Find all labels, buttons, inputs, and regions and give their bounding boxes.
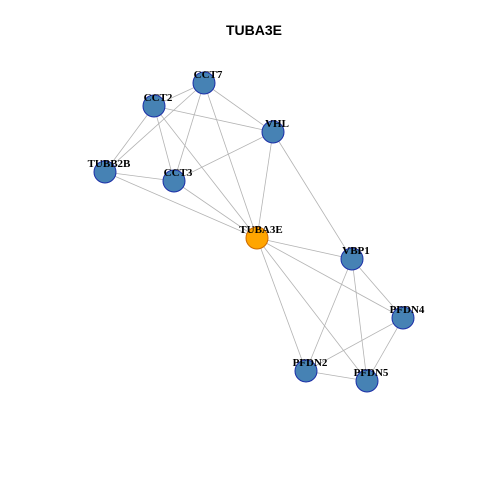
node-cct2[interactable]: CCT2 <box>142 92 173 118</box>
node-circle-cct2[interactable] <box>142 94 166 118</box>
node-circle-vbp1[interactable] <box>340 247 364 271</box>
edge-cct2-tuba3e <box>153 105 258 239</box>
edge-vbp1-pfdn2 <box>305 258 353 372</box>
node-circle-cct7[interactable] <box>192 71 216 95</box>
edge-vhl-vbp1 <box>272 131 353 260</box>
node-circle-vhl[interactable] <box>261 120 285 144</box>
edge-tubb2b-cct3 <box>104 171 175 182</box>
edge-pfdn4-pfdn2 <box>305 317 404 372</box>
node-pfdn4[interactable]: PFDN4 <box>390 304 425 330</box>
edge-tuba3e-vbp1 <box>256 237 353 260</box>
edge-cct2-tubb2b <box>104 105 155 173</box>
edge-tuba3e-pfdn4 <box>256 237 404 319</box>
graph-title: TUBA3E <box>226 22 282 38</box>
edge-cct3-tuba3e <box>173 180 258 239</box>
node-label-cct3: CCT3 <box>164 167 193 179</box>
node-vbp1[interactable]: VBP1 <box>340 245 370 271</box>
edge-cct7-vhl <box>203 82 274 133</box>
edge-pfdn4-pfdn5 <box>366 317 404 382</box>
edge-cct7-cct3 <box>173 82 205 182</box>
node-pfdn2[interactable]: PFDN2 <box>293 357 328 383</box>
node-circle-pfdn5[interactable] <box>355 369 379 393</box>
edge-vhl-cct3 <box>173 131 274 182</box>
edge-tuba3e-pfdn2 <box>256 237 307 372</box>
node-circle-tubb2b[interactable] <box>93 160 117 184</box>
node-vhl[interactable]: VHL <box>261 118 289 144</box>
node-pfdn5[interactable]: PFDN5 <box>354 367 389 393</box>
edge-vhl-tuba3e <box>256 131 274 239</box>
node-circle-pfdn2[interactable] <box>294 359 318 383</box>
node-label-cct7: CCT7 <box>194 69 223 81</box>
node-label-vbp1: VBP1 <box>342 245 370 257</box>
node-tuba3e[interactable]: TUBA3E <box>239 224 283 250</box>
node-label-pfdn4: PFDN4 <box>390 304 425 316</box>
node-label-cct2: CCT2 <box>144 92 173 104</box>
edge-layer <box>104 82 404 382</box>
edge-cct7-tubb2b <box>104 82 205 173</box>
edge-cct2-vhl <box>153 105 274 133</box>
edge-vbp1-pfdn5 <box>351 258 368 382</box>
node-label-tubb2b: TUBB2B <box>88 158 131 170</box>
node-cct3[interactable]: CCT3 <box>162 167 193 193</box>
node-circle-tuba3e[interactable] <box>245 226 269 250</box>
node-label-pfdn5: PFDN5 <box>354 367 389 379</box>
node-label-vhl: VHL <box>265 118 289 130</box>
edge-cct2-cct3 <box>153 105 175 182</box>
edge-vbp1-pfdn4 <box>351 258 404 319</box>
node-circle-cct3[interactable] <box>162 169 186 193</box>
node-tubb2b[interactable]: TUBB2B <box>88 158 131 184</box>
edge-cct7-tuba3e <box>203 82 258 239</box>
node-label-pfdn2: PFDN2 <box>293 357 328 369</box>
edge-tuba3e-pfdn5 <box>256 237 368 382</box>
node-cct7[interactable]: CCT7 <box>192 69 223 95</box>
node-circle-pfdn4[interactable] <box>391 306 415 330</box>
node-label-tuba3e: TUBA3E <box>239 224 282 236</box>
edge-tubb2b-tuba3e <box>104 171 258 239</box>
